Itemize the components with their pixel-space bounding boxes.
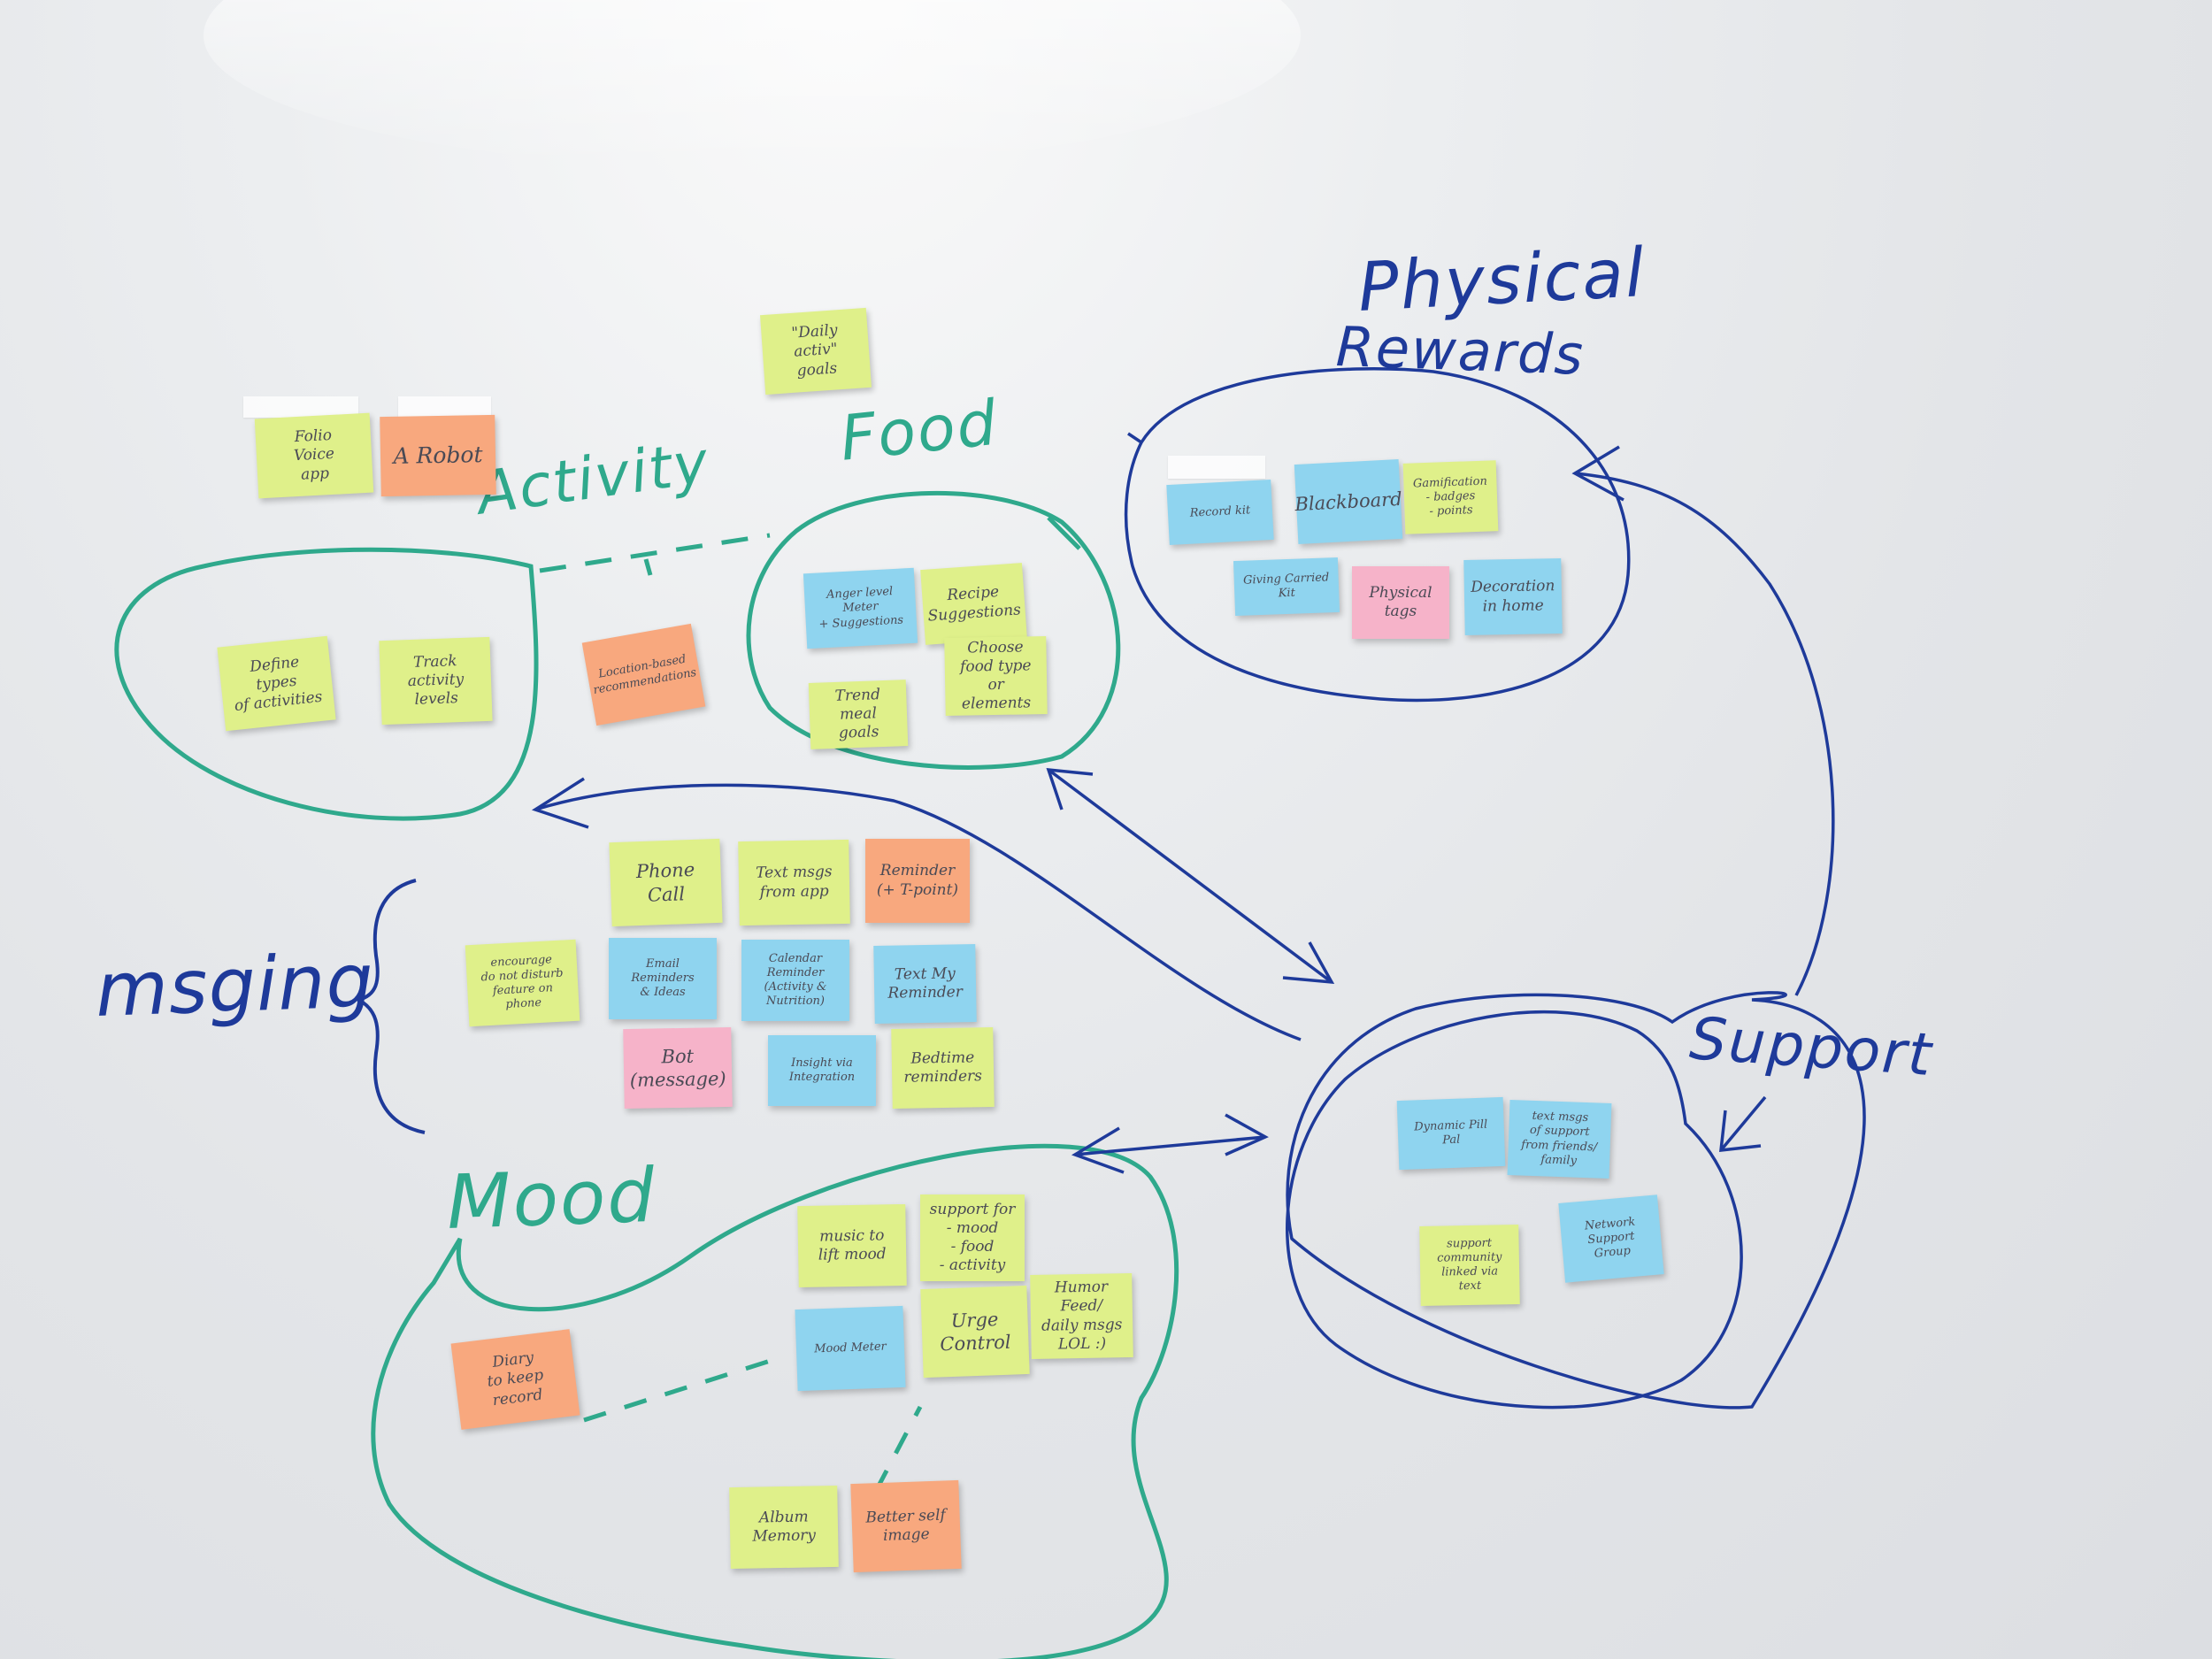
sticky-note: Bedtime reminders <box>891 1027 995 1109</box>
sticky-note: Insight via Integration <box>768 1035 876 1106</box>
sticky-note: Define types of activities <box>217 635 336 732</box>
album-dashed-link <box>873 1405 923 1493</box>
physical-rewards-tail <box>1127 432 1142 444</box>
sticky-note: Recipe Suggestions <box>920 563 1027 645</box>
sticky-note: Anger level Meter + Suggestions <box>803 567 918 649</box>
sticky-note: Dynamic Pill Pal <box>1396 1096 1506 1171</box>
sticky-note: Gamification - badges - points <box>1402 460 1499 534</box>
mood-blob <box>371 1143 1179 1659</box>
msging-brace <box>353 879 426 1134</box>
sticky-note: Physical tags <box>1352 566 1449 639</box>
arrow-head-rewards <box>1571 445 1624 502</box>
msging-label: msging <box>94 937 376 1033</box>
activity-circle <box>114 547 539 821</box>
food-circle-tail <box>1047 516 1081 550</box>
sticky-note: Better self image <box>850 1479 962 1573</box>
sticky-note: support for - mood - food - activity <box>920 1194 1025 1281</box>
sticky-note: Track activity levels <box>379 636 493 726</box>
sticky-note: Diary to keep record <box>450 1329 580 1430</box>
sticky-note: A Robot <box>380 414 496 497</box>
arrow-support-to-rewards <box>1574 472 1835 996</box>
sticky-note: Choose food type or elements <box>944 636 1048 716</box>
sticky-note: Network Support Group <box>1558 1194 1664 1283</box>
physical-rewards-circle <box>1124 367 1631 703</box>
light-glare <box>204 0 1301 168</box>
sticky-note: Trend meal goals <box>808 680 909 749</box>
arrow-support-label <box>1719 1095 1767 1152</box>
food-circle <box>746 490 1121 770</box>
activity-dash-tick <box>643 558 653 576</box>
sticky-note: Blackboard <box>1294 458 1403 545</box>
sticky-note: Email Reminders & Ideas <box>609 938 717 1019</box>
sticky-note: Reminder (+ T-point) <box>865 839 970 923</box>
support-circle-real <box>1286 1010 1743 1409</box>
sticky-note: "Daily activ" goals <box>760 307 872 396</box>
sticky-note: music to lift mood <box>797 1203 907 1288</box>
physical-label: Physical <box>1356 233 1648 326</box>
tape-strip <box>1168 456 1265 479</box>
arrow-food-to-support <box>1047 768 1333 984</box>
sticky-note: Record kit <box>1166 479 1274 546</box>
sticky-note: Album Memory <box>729 1485 839 1570</box>
sticky-note: Urge Control <box>920 1285 1030 1379</box>
arrow-head-support-label <box>1719 1110 1762 1152</box>
sticky-note: Bot (message) <box>623 1026 733 1110</box>
sticky-note: Calendar Reminder (Activity & Nutrition) <box>741 940 849 1021</box>
arrow-head-support-upper <box>1282 941 1335 985</box>
sticky-note: Phone Call <box>609 838 723 927</box>
arrow-head-food <box>1046 767 1094 810</box>
sticky-note: Folio Voice app <box>254 412 374 499</box>
sticky-note: Decoration in home <box>1463 558 1563 635</box>
rewards-label: Rewards <box>1334 314 1586 388</box>
sticky-note: Humor Feed/ daily msgs LOL :) <box>1030 1273 1133 1359</box>
sticky-note: Giving Carried Kit <box>1233 557 1340 617</box>
arrow-head-activity <box>531 777 589 829</box>
arrow-mood-to-support <box>1074 1135 1266 1156</box>
mood-label: Mood <box>445 1151 658 1246</box>
support-circle <box>1286 991 1866 1409</box>
arrow-msging-to-activity <box>534 783 1302 1041</box>
sticky-note: Mood Meter <box>795 1305 906 1392</box>
sticky-note: support community linked via text <box>1419 1225 1520 1306</box>
arrow-head-support-lower <box>1225 1113 1269 1156</box>
activity-food-dashed-link <box>539 533 771 573</box>
arrow-head-mood <box>1071 1126 1125 1174</box>
sticky-note: Text My Reminder <box>873 944 977 1024</box>
tape-strip <box>398 396 491 418</box>
sticky-note: Text msgs from app <box>738 839 850 926</box>
sticky-note: text msgs of support from friends/ famil… <box>1507 1100 1612 1179</box>
sticky-note: encourage do not disturb feature on phon… <box>465 939 580 1027</box>
diary-dashed-link <box>583 1356 780 1423</box>
